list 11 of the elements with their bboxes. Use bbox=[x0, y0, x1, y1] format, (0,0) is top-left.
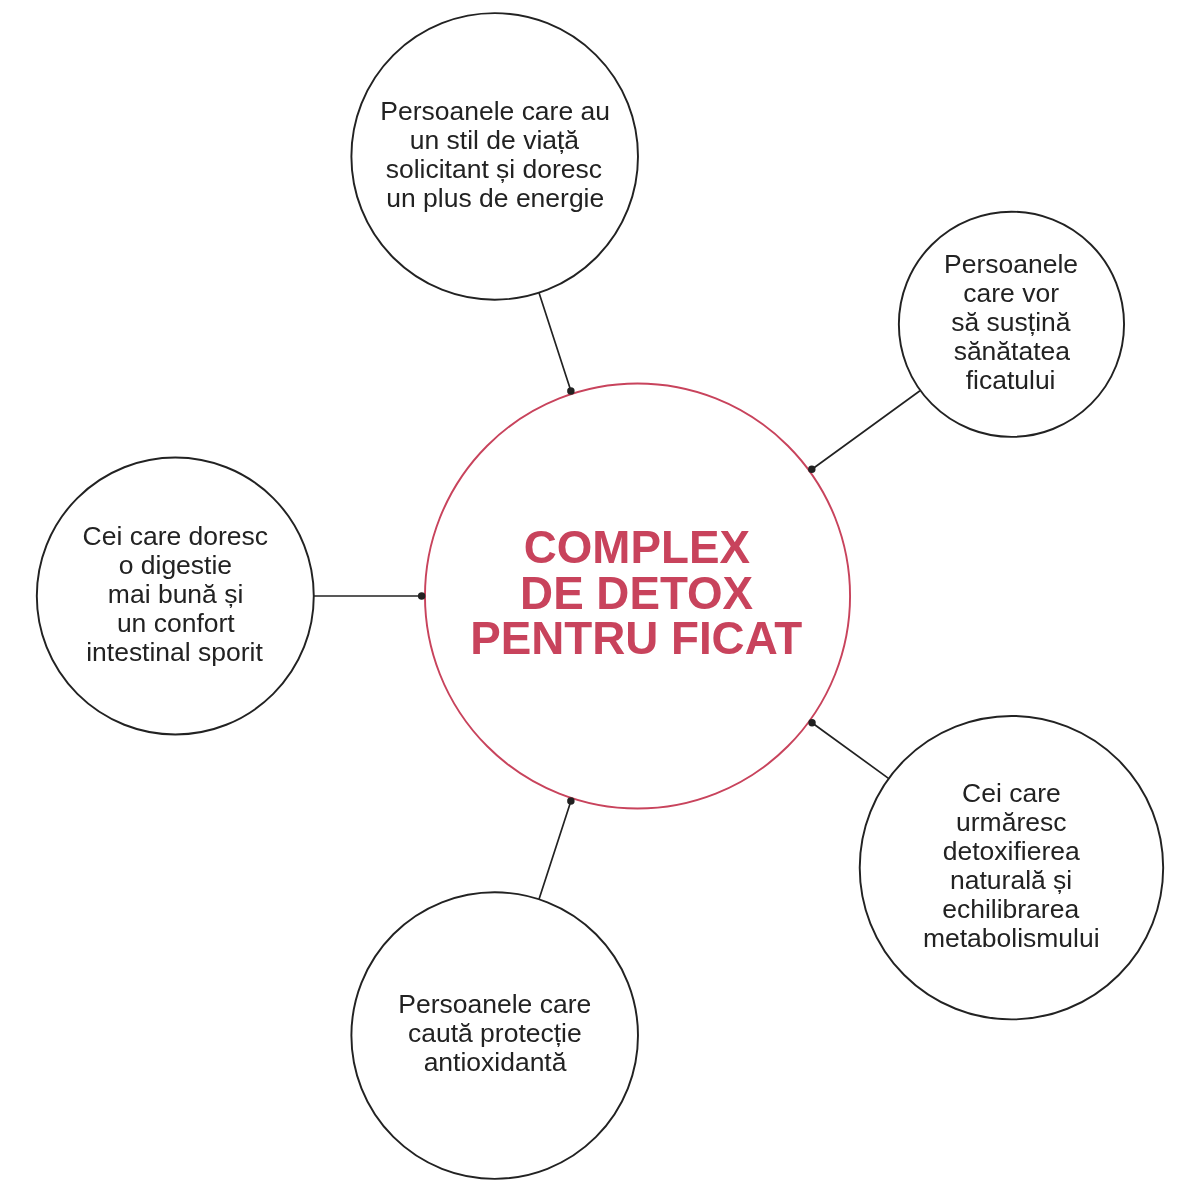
connector bbox=[808, 719, 890, 780]
connector bbox=[313, 592, 426, 600]
node-circle: Cei care doresc o digestie mai bună și un confort intestinal sporit bbox=[35, 456, 315, 736]
node-circle: Persoanele care caută protecție antioxidantă bbox=[350, 891, 639, 1180]
node-circle: COMPLEX DE DETOX PENTRU FICAT bbox=[424, 382, 852, 810]
node-circle: Cei care urmăresc detoxifierea naturală și echilibrarea metabolismului bbox=[858, 715, 1165, 1021]
node-circle: Persoanele care vor să susțină sănătatea ficatului bbox=[897, 210, 1125, 438]
node-circle: Persoanele care au un stil de viață solicitant și doresc un plus de energie bbox=[350, 12, 639, 301]
connector bbox=[538, 292, 575, 395]
connector bbox=[808, 389, 921, 474]
connector bbox=[538, 797, 575, 900]
